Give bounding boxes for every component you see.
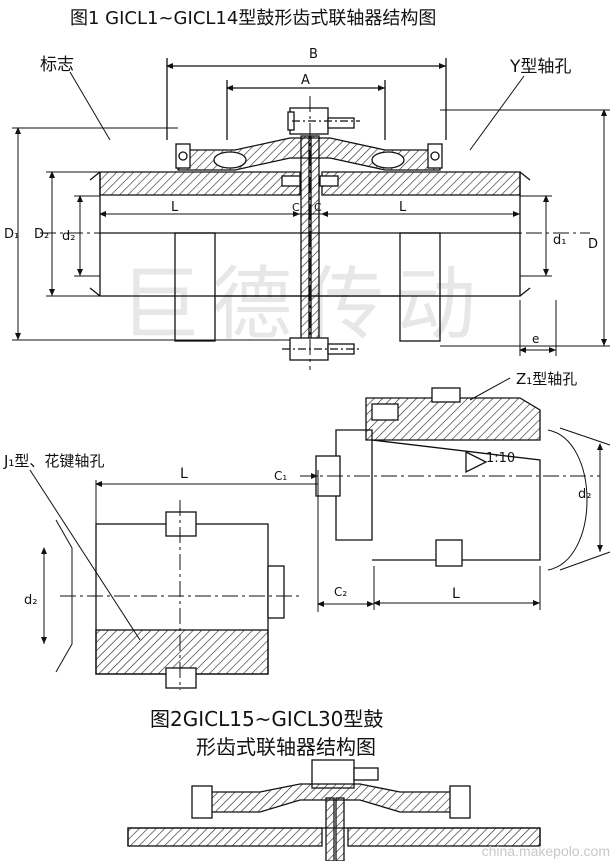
label-A: A (301, 73, 310, 88)
figure2-title-line2: 形齿式联轴器结构图 (196, 735, 376, 759)
figure2-z1-hub (300, 377, 611, 610)
figure2-title-line1: 图2GⅠCL15~GⅠCL30型鼓 (150, 707, 384, 731)
drawing-labels: 标志 Y型轴孔 B A L L C C D₁ D₂ d₂ d₁ D e Z₁型轴… (3, 47, 598, 608)
label-e: e (532, 332, 539, 346)
label-taper: 1:10 (486, 451, 515, 466)
label-D2: D₂ (34, 227, 49, 242)
label-L-left: L (171, 200, 179, 215)
label-L-fig2-right: L (452, 586, 460, 602)
watermark: 巨德传动 (120, 258, 488, 351)
figure1-title: 图1 GⅠCL1~GⅠCL14型鼓形齿式联轴器结构图 (70, 8, 437, 29)
label-y-bore: Y型轴孔 (509, 57, 571, 77)
label-d2-fig2-right: d₂ (578, 487, 591, 502)
label-B: B (309, 47, 318, 62)
label-C-left: C (292, 201, 300, 214)
label-biaozhi: 标志 (40, 55, 74, 75)
figure2-partial-drawing (127, 759, 541, 861)
label-D: D (588, 237, 598, 252)
source-watermark: china.makepolo.com (481, 843, 610, 859)
label-z1-bore: Z₁型轴孔 (516, 370, 577, 388)
figure2-j1-hub (29, 469, 374, 690)
label-C2: C₂ (334, 585, 347, 599)
label-L-right: L (399, 200, 407, 215)
label-C-right: C (314, 201, 322, 214)
figure1-drawing (12, 58, 610, 370)
label-L-fig2-left: L (180, 466, 188, 482)
label-d2-fig1: d₂ (62, 229, 75, 244)
label-d2-fig2-left: d₂ (24, 593, 37, 608)
label-D1: D₁ (4, 227, 19, 242)
label-d1: d₁ (553, 233, 566, 248)
label-j1-bore: J₁型、花键轴孔 (3, 452, 104, 470)
label-C1: C₁ (274, 469, 287, 483)
